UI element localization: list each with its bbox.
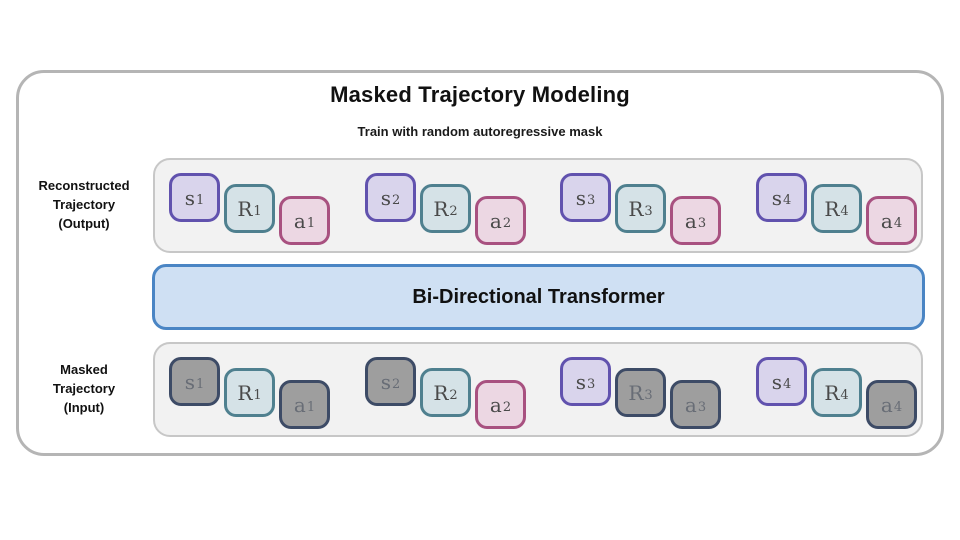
figure-subtitle: Train with random autoregressive mask xyxy=(357,124,603,139)
transformer-label: Bi-Directional Transformer xyxy=(412,285,665,308)
figure-title: Masked Trajectory Modeling xyxy=(330,82,630,107)
bidirectional-transformer-block: Bi-Directional Transformer xyxy=(152,264,925,330)
